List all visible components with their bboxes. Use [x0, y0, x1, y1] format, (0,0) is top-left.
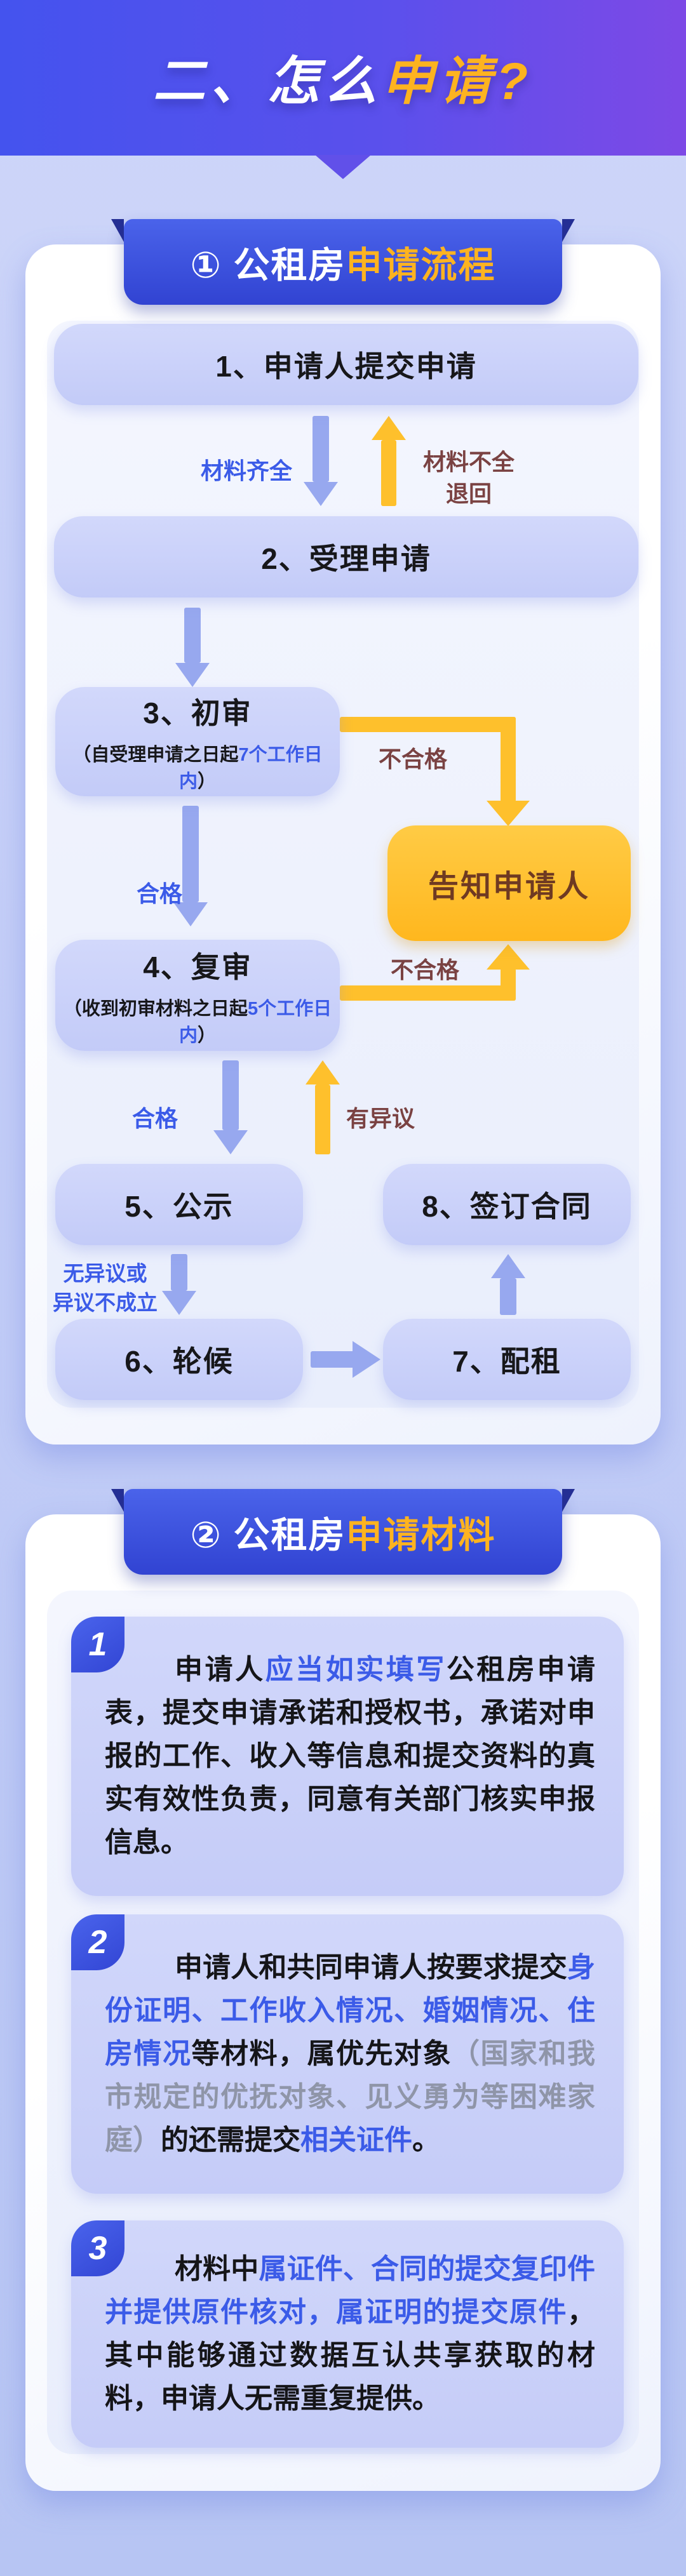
- item-number-tab: 1: [71, 1617, 124, 1672]
- edge-label-fail-2: 不合格: [391, 957, 460, 983]
- application-materials-card: ② 公租房申请材料 1 申请人应当如实填写公租房申请表，提交申请承诺和授权书，承…: [25, 1489, 661, 2491]
- elbow-connector-fail-1: [501, 717, 516, 802]
- flow-step-6-box: 6、轮候: [55, 1319, 303, 1400]
- arrow-down-icon: [487, 801, 530, 826]
- section2-title-ribbon: ② 公租房申请材料: [111, 1489, 575, 1575]
- flow-step-4-label: 4、复审: [143, 950, 252, 984]
- flow-step-2-box: 2、受理申请: [54, 516, 638, 597]
- elbow-connector-fail-2: [340, 985, 516, 1001]
- flow-step-3-box: 3、初审 （自受理申请之日起7个工作日内）: [55, 687, 340, 796]
- edge-label-fail-1: 不合格: [379, 746, 448, 772]
- arrow-down-icon: [173, 806, 208, 926]
- arrow-down-icon: [175, 608, 210, 687]
- material-item-2: 2 申请人和共同申请人按要求提交身份证明、工作收入情况、婚姻情况、住房情况等材料…: [71, 1914, 624, 2194]
- arrow-up-icon: [372, 416, 406, 506]
- flow-step-8-label: 8、签订合同: [422, 1190, 592, 1223]
- edge-label-no-objection: 无异议或 异议不成立: [53, 1262, 158, 1314]
- item-number-tab: 2: [71, 1914, 124, 1970]
- flow-step-4-box: 4、复审 （收到初审材料之日起5个工作日内）: [55, 940, 340, 1051]
- edge-label-objection: 有异议: [346, 1105, 415, 1131]
- flow-step-1-label: 1、申请人提交申请: [215, 350, 477, 383]
- edge-label-materials-incomplete: 材料不全 退回: [422, 449, 514, 507]
- edge-label-materials-complete: 材料齐全: [200, 458, 292, 484]
- arrow-down-icon: [162, 1254, 196, 1315]
- elbow-connector-fail-1: [340, 717, 516, 732]
- flow-step-6-label: 6、轮候: [124, 1345, 234, 1378]
- flow-step-4-sublabel: （收到初审材料之日起5个工作日内）: [63, 998, 332, 1046]
- flow-step-7-box: 7、配租: [383, 1319, 631, 1400]
- arrow-down-icon: [304, 416, 338, 506]
- flow-step-7-label: 7、配租: [452, 1345, 562, 1378]
- edge-label-pass-1: 合格: [137, 881, 183, 907]
- item-number-tab: 3: [71, 2220, 124, 2276]
- section1-title-ribbon: ① 公租房申请流程: [111, 219, 575, 305]
- arrow-up-icon: [306, 1060, 340, 1154]
- arrow-right-icon: [353, 1341, 380, 1378]
- flow-step-1-box: 1、申请人提交申请: [54, 324, 638, 405]
- material-item-3-text: 材料中属证件、合同的提交复印件并提供原件核对，属证明的提交原件，其中能够通过数据…: [105, 2253, 596, 2414]
- flow-step-8-box: 8、签订合同: [383, 1164, 631, 1245]
- flow-step-5-label: 5、公示: [124, 1190, 234, 1223]
- flow-step-3-sublabel: （自受理申请之日起7个工作日内）: [72, 745, 323, 792]
- notify-applicant-box: 告知申请人: [387, 825, 631, 941]
- page-header: 二、怎么申请?: [0, 0, 686, 179]
- material-item-1: 1 申请人应当如实填写公租房申请表，提交申请承诺和授权书，承诺对申报的工作、收入…: [71, 1617, 624, 1896]
- arrow-up-icon: [487, 944, 530, 970]
- page-title: 二、怎么申请?: [152, 52, 534, 110]
- material-item-1-text: 申请人应当如实填写公租房申请表，提交申请承诺和授权书，承诺对申报的工作、收入等信…: [105, 1654, 596, 1858]
- application-process-card: ① 公租房申请流程 1、申请人提交申请 材料齐全 材料不全 退回 2、受理申请 …: [25, 219, 661, 1445]
- material-item-3: 3 材料中属证件、合同的提交复印件并提供原件核对，属证明的提交原件，其中能够通过…: [71, 2220, 624, 2448]
- edge-label-pass-2: 合格: [132, 1105, 178, 1131]
- flow-step-3-label: 3、初审: [143, 697, 252, 730]
- material-item-2-text: 申请人和共同申请人按要求提交身份证明、工作收入情况、婚姻情况、住房情况等材料，属…: [105, 1952, 595, 2156]
- arrow-right-icon: [311, 1351, 355, 1368]
- header-tail-icon: [315, 155, 371, 179]
- flow-step-2-label: 2、受理申请: [261, 542, 431, 575]
- arrow-up-icon: [491, 1254, 525, 1315]
- arrow-down-icon: [213, 1060, 248, 1154]
- flow-step-5-box: 5、公示: [55, 1164, 303, 1245]
